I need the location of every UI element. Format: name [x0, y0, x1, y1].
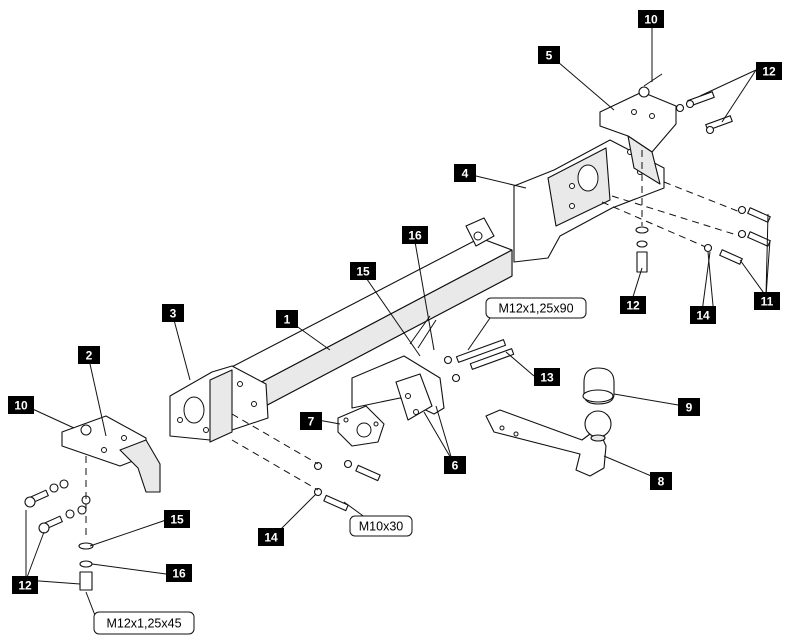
bracket-top-left-2 — [61, 415, 161, 493]
callout-8: 8 — [650, 472, 672, 490]
callout-12-left: 12 — [12, 576, 38, 594]
svg-text:2: 2 — [86, 349, 93, 363]
tow-ball-neck-8 — [485, 409, 612, 477]
svg-text:7: 7 — [308, 415, 315, 429]
socket-bracket-7 — [337, 405, 385, 447]
callout-13: 13 — [534, 368, 560, 386]
callout-11: 11 — [754, 292, 780, 310]
callout-16-left: 16 — [166, 564, 192, 582]
svg-text:8: 8 — [658, 475, 665, 489]
callout-9: 9 — [678, 398, 700, 416]
callout-6: 6 — [444, 456, 466, 474]
callout-3: 3 — [162, 304, 184, 322]
svg-text:14: 14 — [696, 309, 710, 323]
svg-text:15: 15 — [170, 513, 184, 527]
callout-5: 5 — [538, 46, 560, 64]
svg-text:12: 12 — [626, 299, 640, 313]
callout-15-top: 15 — [350, 262, 376, 280]
svg-text:14: 14 — [264, 531, 278, 545]
callout-15-left: 15 — [164, 510, 190, 528]
bracket-left-3 — [169, 365, 269, 443]
svg-text:4: 4 — [462, 167, 469, 181]
svg-text:10: 10 — [644, 13, 658, 27]
svg-text:M12x1,25x90: M12x1,25x90 — [498, 302, 573, 316]
svg-text:3: 3 — [170, 307, 177, 321]
callout-10-left: 10 — [8, 396, 34, 414]
bracket-right-4 — [513, 139, 665, 263]
svg-text:15: 15 — [356, 265, 370, 279]
bracket-top-right-5 — [599, 91, 677, 185]
svg-text:16: 16 — [408, 229, 422, 243]
svg-text:12: 12 — [762, 65, 776, 79]
svg-text:M10x30: M10x30 — [359, 520, 404, 534]
svg-text:16: 16 — [172, 567, 186, 581]
socket-plate-6 — [351, 315, 445, 421]
callout-1: 1 — [276, 310, 298, 328]
callout-2: 2 — [78, 346, 100, 364]
callout-14-left: 14 — [258, 528, 284, 546]
spec-bolt-m12x45: M12x1,25x45 — [93, 611, 195, 635]
svg-text:10: 10 — [14, 399, 28, 413]
callout-7: 7 — [300, 412, 322, 430]
fasteners — [24, 73, 771, 591]
callout-12-top: 12 — [756, 62, 782, 80]
callout-16-top: 16 — [402, 226, 428, 244]
svg-text:13: 13 — [540, 371, 554, 385]
spec-bolt-m12x90: M12x1,25x90 — [485, 297, 587, 319]
svg-text:6: 6 — [452, 459, 459, 473]
callout-12-mid: 12 — [620, 296, 646, 314]
callout-10-top: 10 — [638, 10, 664, 28]
svg-text:M12x1,25x45: M12x1,25x45 — [106, 617, 181, 631]
spec-bolt-m10x30: M10x30 — [349, 515, 413, 537]
svg-text:9: 9 — [686, 401, 693, 415]
svg-text:11: 11 — [761, 295, 774, 309]
svg-text:12: 12 — [18, 579, 32, 593]
svg-text:1: 1 — [284, 313, 291, 327]
callout-14-right: 14 — [690, 306, 716, 324]
svg-text:5: 5 — [546, 49, 553, 63]
ball-cap-9 — [582, 367, 615, 405]
callout-4: 4 — [454, 164, 476, 182]
